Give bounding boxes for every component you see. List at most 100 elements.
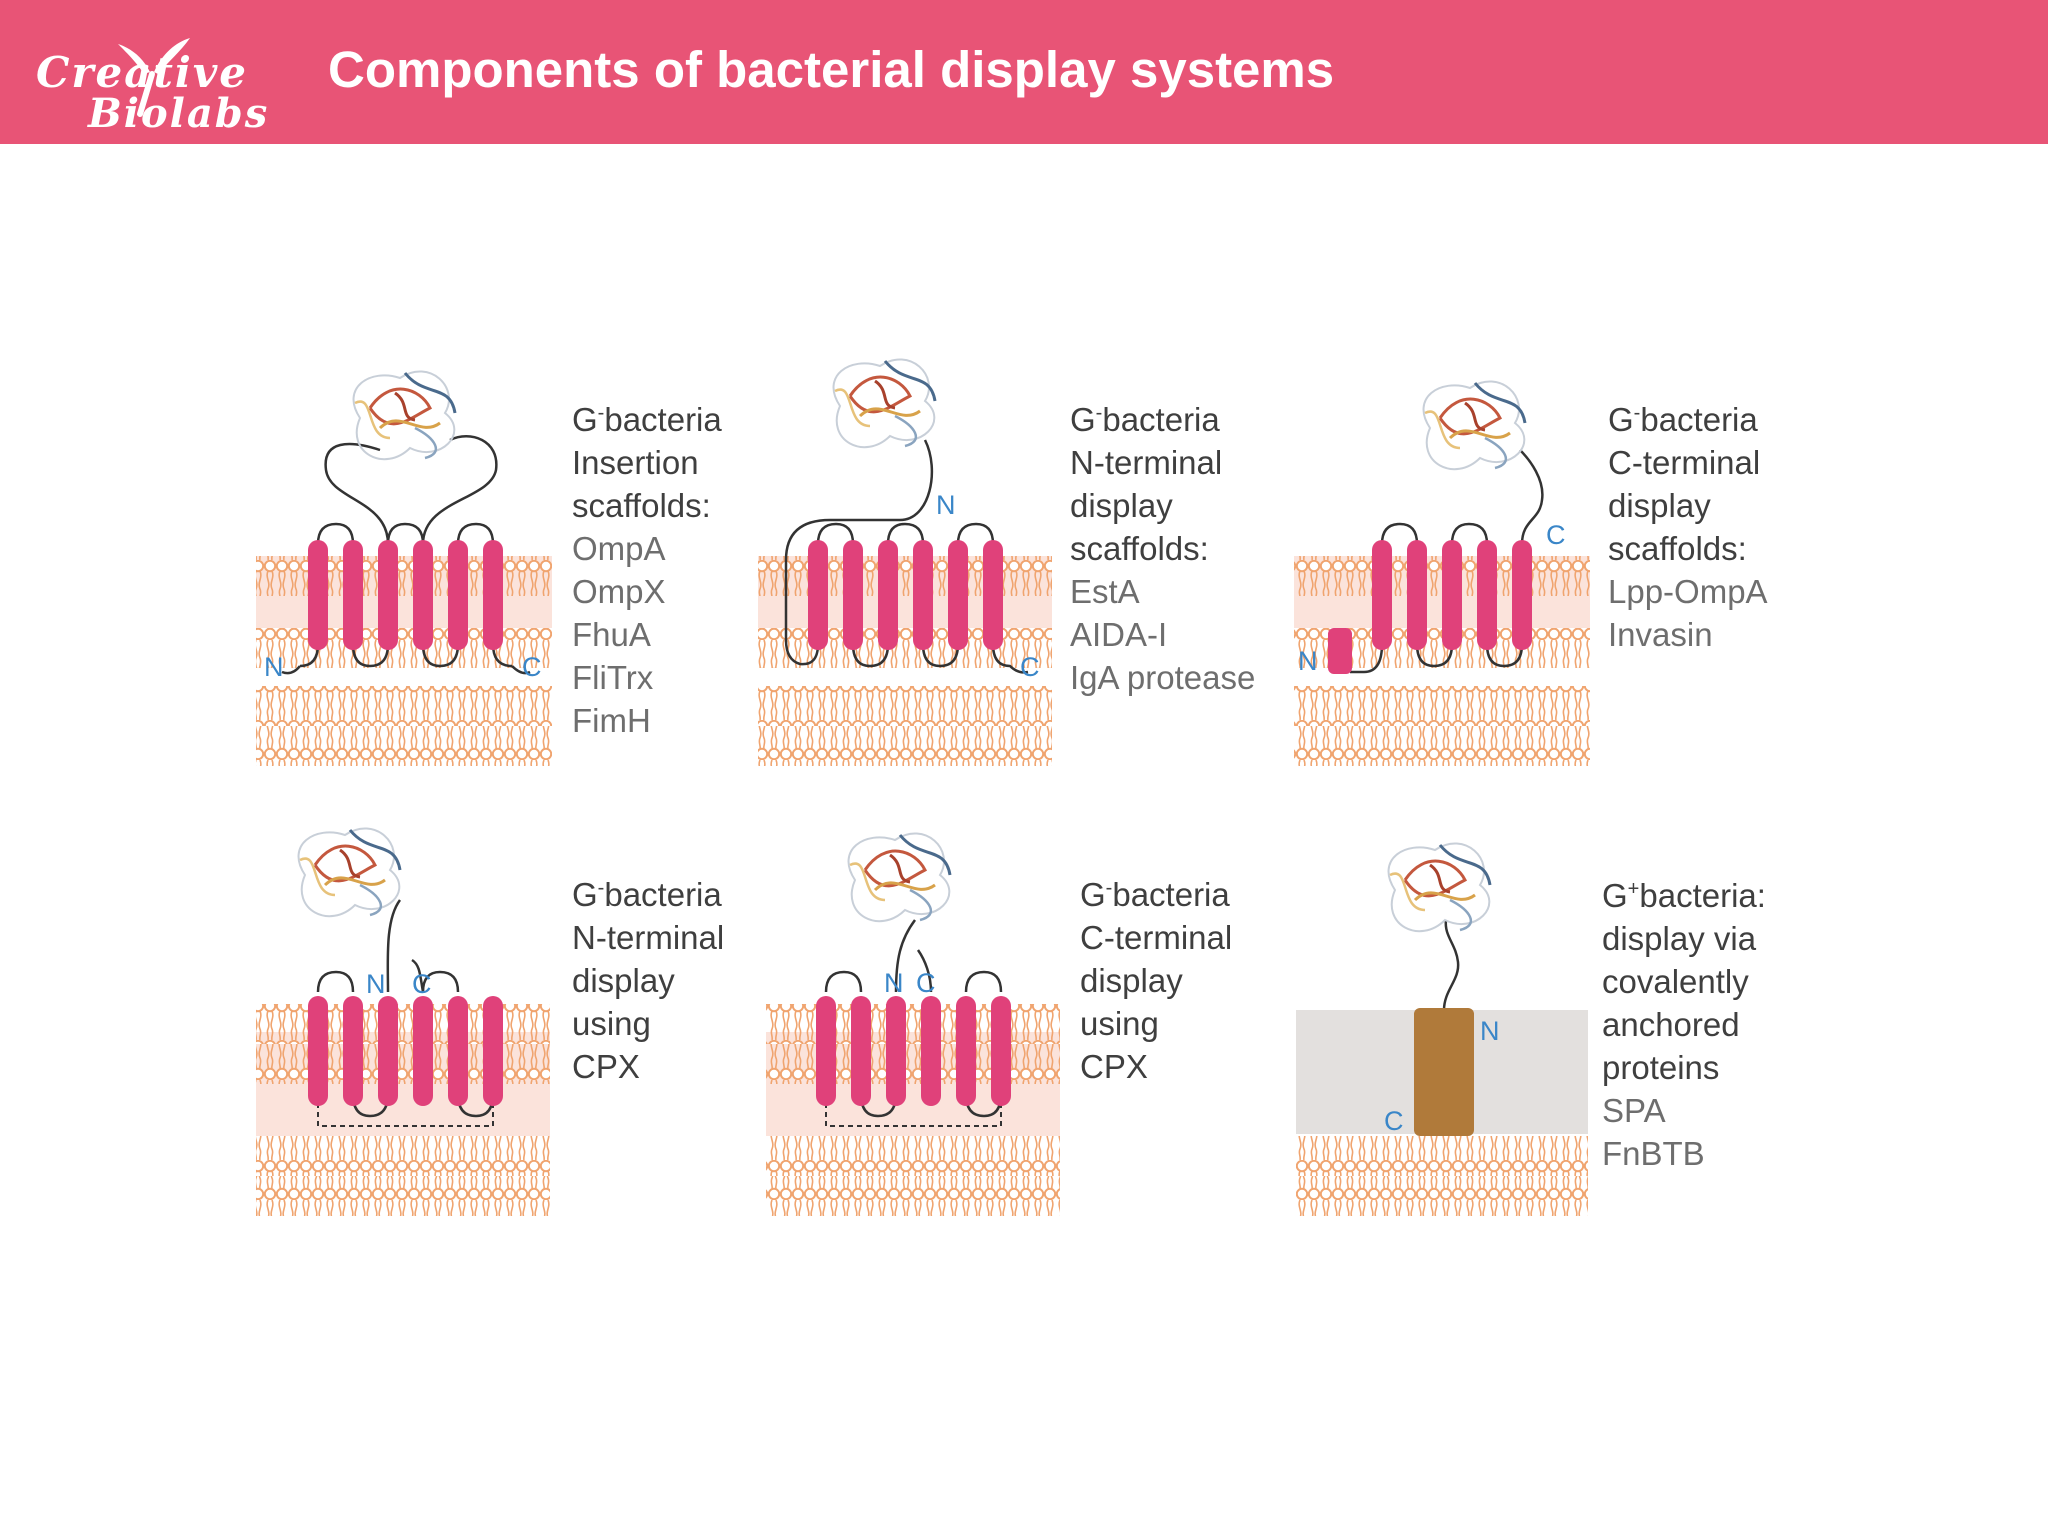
scaffold-item: Invasin [1608,616,1713,653]
outer-membrane-leaflet [256,1044,550,1084]
panel-heading-line: Insertion [572,444,699,481]
panel-gram-positive-diagram: N C [1296,841,1588,1216]
panel-gram-positive-text: G+bacteria: display via covalently ancho… [1602,874,1766,1175]
inner-membrane-leaflet [1294,686,1590,726]
panel-heading-line: display [1080,962,1183,999]
panel-heading-line: N-terminal [572,919,725,956]
beta-barrel-strands [808,540,1003,650]
displayed-protein-ribbon [1422,379,1527,471]
panel-heading: G-bacteria [572,401,722,438]
panel-heading: G+bacteria: [1602,877,1766,914]
panel-heading-line: using [1080,1005,1159,1042]
inner-membrane-leaflet [256,726,552,766]
cytoplasmic-membrane-leaflet [1296,1176,1588,1216]
leaf-sprout-icon [118,38,190,117]
logo-text-line1: Creative [36,48,248,97]
scaffold-item: OmpX [572,573,666,610]
scaffold-item: FhuA [572,616,651,653]
displayed-protein-ribbon [297,826,402,918]
outer-membrane-leaflet [758,556,1052,596]
panel-insertion-diagram: N C [256,369,552,766]
cytoplasmic-membrane-leaflet [1296,1136,1588,1176]
panel-n-terminal-diagram: N C [758,357,1052,766]
panel-heading-line: display [572,962,675,999]
logo-text-line2: Biolabs [88,90,270,137]
c-terminus-label: C [1384,1106,1404,1136]
n-terminus-label: N [366,969,386,999]
panel-heading-line: anchored [1602,1006,1740,1043]
panel-heading-line: display [1070,487,1173,524]
panel-heading: G-bacteria [1070,401,1220,438]
scaffold-item: OmpA [572,530,666,567]
panel-heading-line: proteins [1602,1049,1720,1086]
outer-membrane-leaflet [256,628,552,668]
scaffold-item: FimH [572,702,651,739]
panel-heading: G-bacteria [572,876,722,913]
panel-cpx-c-diagram: N C [766,831,1060,1216]
inner-membrane-leaflet [256,1136,550,1176]
c-terminus-label: C [412,969,432,999]
page-title: Components of bacterial display systems [328,41,1335,98]
c-terminus-label: C [1546,520,1566,550]
inner-membrane-leaflet [256,686,552,726]
inner-membrane-leaflet [1294,726,1590,766]
scaffold-item: IgA protease [1070,659,1256,696]
panel-cpx-c-text: G-bacteria C-terminal display using CPX [1080,873,1232,1088]
inner-membrane-leaflet [758,686,1052,726]
inner-membrane-leaflet [758,726,1052,766]
anchored-protein-block [1414,1008,1474,1136]
n-terminus-label: N [884,968,904,998]
panel-heading-line: scaffolds: [1070,530,1209,567]
lipoprotein-anchor [1328,628,1352,674]
panel-heading-line: using [572,1005,651,1042]
panel-c-terminal-diagram: N C [1294,379,1590,766]
panel-c-terminal-text: G-bacteria C-terminal display scaffolds:… [1608,398,1768,656]
company-logo: Creative Biolabs [30,14,290,137]
panel-insertion-text: G-bacteria Insertion scaffolds: OmpA Omp… [572,398,722,742]
panel-heading-line: display [1608,487,1711,524]
c-terminus-label: C [522,652,542,682]
beta-barrel-strands [1372,540,1532,650]
outer-membrane-leaflet [758,628,1052,668]
panel-heading-line: display via [1602,920,1757,957]
beta-barrel-strands [816,996,1011,1106]
panel-heading-line: CPX [572,1048,640,1085]
outer-membrane-leaflet [256,1004,550,1044]
panel-heading-line: CPX [1080,1048,1148,1085]
scaffold-item: FnBTB [1602,1135,1705,1172]
outer-membrane-leaflet [766,1044,1060,1084]
n-terminus-label: N [1480,1016,1500,1046]
scaffold-item: Lpp-OmpA [1608,573,1768,610]
scaffold-item: AIDA-I [1070,616,1168,653]
displayed-protein-ribbon [1387,841,1492,933]
displayed-protein-ribbon [832,357,937,449]
panel-heading-line: scaffolds: [572,487,711,524]
panel-cpx-n-text: G-bacteria N-terminal display using CPX [572,873,724,1088]
outer-membrane-leaflet [766,1004,1060,1044]
inner-membrane-leaflet [766,1136,1060,1176]
beta-barrel-strands [308,540,503,650]
scaffold-item: EstA [1070,573,1140,610]
panel-heading: G-bacteria [1080,876,1230,913]
panel-heading-line: C-terminal [1608,444,1761,481]
n-terminus-label: N [1298,646,1318,676]
panel-n-terminal-text: G-bacteria N-terminal display scaffolds:… [1070,398,1255,699]
panel-heading-line: covalently [1602,963,1749,1000]
n-terminus-label: N [936,490,956,520]
c-terminus-label: C [1020,652,1040,682]
panel-heading-line: N-terminal [1070,444,1223,481]
panel-cpx-n-diagram: N C [256,826,550,1216]
panel-heading: G-bacteria [1608,401,1758,438]
c-terminus-label: C [916,968,936,998]
panel-heading-line: scaffolds: [1608,530,1747,567]
inner-membrane-leaflet [256,1176,550,1216]
scaffold-item: SPA [1602,1092,1666,1129]
panel-heading-line: C-terminal [1080,919,1233,956]
scaffold-item: FliTrx [572,659,654,696]
n-terminus-label: N [264,652,284,682]
inner-membrane-leaflet [766,1176,1060,1216]
displayed-protein-ribbon [847,831,952,923]
beta-barrel-strands [308,996,503,1106]
outer-membrane-leaflet [256,556,552,596]
